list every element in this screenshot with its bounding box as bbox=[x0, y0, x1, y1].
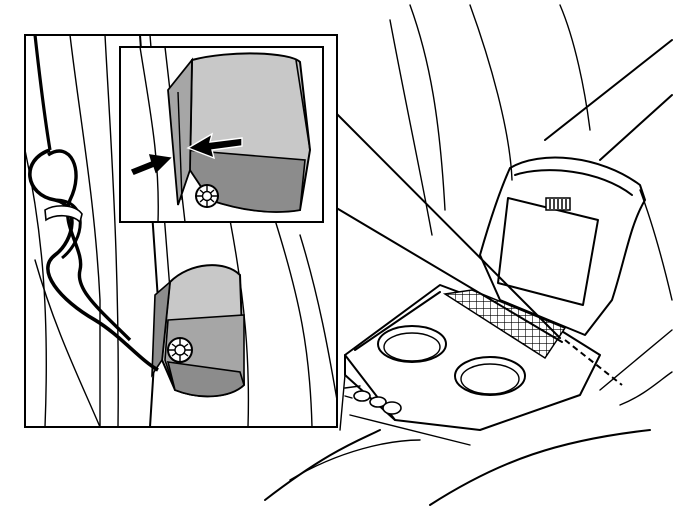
console-side bbox=[339, 374, 346, 431]
power-socket-side bbox=[151, 264, 246, 398]
socket-housing-zoom bbox=[167, 52, 312, 213]
tray-lower-edge bbox=[349, 414, 471, 446]
front-seat-contour bbox=[289, 439, 421, 481]
seat-contour-1 bbox=[409, 4, 446, 211]
inset-frame bbox=[119, 46, 324, 223]
arrow-left-icon bbox=[186, 132, 243, 160]
door-panel-line bbox=[599, 329, 673, 391]
cup-holder-front bbox=[377, 325, 447, 363]
callout-pointer bbox=[564, 339, 623, 386]
door-panel-line-2 bbox=[619, 371, 673, 406]
callout-line-lower bbox=[322, 199, 563, 343]
rear-screen bbox=[497, 197, 599, 306]
callout-line-upper bbox=[322, 99, 561, 339]
grid-pad bbox=[442, 289, 567, 360]
housing-top-edge bbox=[514, 169, 633, 196]
front-seat-edge-right bbox=[429, 429, 651, 506]
cup-holder-rear bbox=[454, 356, 526, 396]
seat-contour-2 bbox=[469, 4, 513, 181]
control-knobs bbox=[344, 385, 402, 415]
center-console-scene bbox=[264, 4, 673, 506]
rear-seat-edge-2 bbox=[599, 94, 673, 161]
seat-contour-5 bbox=[639, 189, 673, 301]
front-seat-edge-left bbox=[264, 429, 381, 501]
vent-icon bbox=[545, 197, 571, 211]
rear-console-housing bbox=[479, 156, 646, 336]
charging-cable bbox=[28, 35, 159, 372]
cable-tie bbox=[44, 205, 83, 224]
seat-contour-3 bbox=[389, 19, 433, 236]
rear-seat-edge bbox=[544, 39, 673, 141]
arrow-right-icon bbox=[130, 154, 172, 175]
tray-inner-edge bbox=[354, 291, 441, 351]
seat-contour-4 bbox=[559, 4, 591, 131]
